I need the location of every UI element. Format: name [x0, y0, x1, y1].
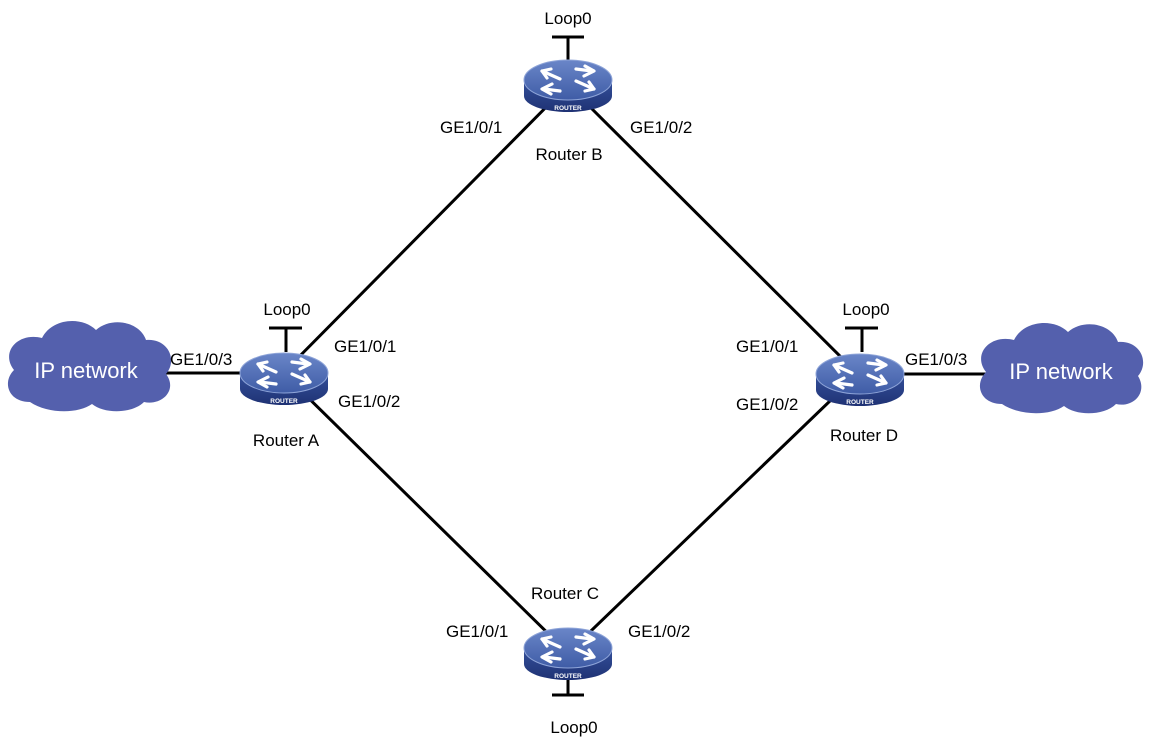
port-a-ge2: GE1/0/2 [338, 392, 400, 411]
router-a: ROUTER [238, 351, 330, 407]
router-b: ROUTER [522, 58, 614, 114]
router-b-loop-label: Loop0 [544, 9, 591, 28]
router-c-name: Router C [531, 584, 599, 603]
router-a-loop-label: Loop0 [263, 300, 310, 319]
port-c-ge1: GE1/0/1 [446, 622, 508, 641]
links [160, 83, 990, 655]
port-b-ge1: GE1/0/1 [440, 118, 502, 137]
router-c: ROUTER [522, 626, 614, 682]
cloud-right-label: IP network [1009, 359, 1114, 384]
port-a-ge3: GE1/0/3 [170, 350, 232, 369]
router-a-name: Router A [253, 431, 320, 450]
link-a-b [281, 83, 570, 375]
link-a-c [281, 371, 570, 655]
port-a-ge1: GE1/0/1 [334, 337, 396, 356]
link-b-d [566, 83, 860, 376]
link-d-c [566, 372, 860, 655]
router-d-name: Router D [830, 426, 898, 445]
port-c-ge2: GE1/0/2 [628, 622, 690, 641]
router-d: ROUTER [814, 352, 906, 408]
router-d-badge: ROUTER [846, 399, 874, 406]
port-d-ge2: GE1/0/2 [736, 395, 798, 414]
router-d-loop-label: Loop0 [842, 300, 889, 319]
router-c-badge: ROUTER [554, 673, 582, 680]
cloud-right: IP network [979, 322, 1144, 414]
port-d-ge3: GE1/0/3 [905, 350, 967, 369]
router-b-name: Router B [535, 145, 602, 164]
port-d-ge1: GE1/0/1 [736, 337, 798, 356]
router-b-badge: ROUTER [554, 105, 582, 112]
router-a-badge: ROUTER [270, 398, 298, 405]
loopbacks [269, 35, 878, 697]
cloud-left: IP network [7, 320, 172, 412]
cloud-left-label: IP network [34, 358, 139, 383]
port-b-ge2: GE1/0/2 [630, 118, 692, 137]
router-c-loop-label: Loop0 [550, 718, 597, 737]
